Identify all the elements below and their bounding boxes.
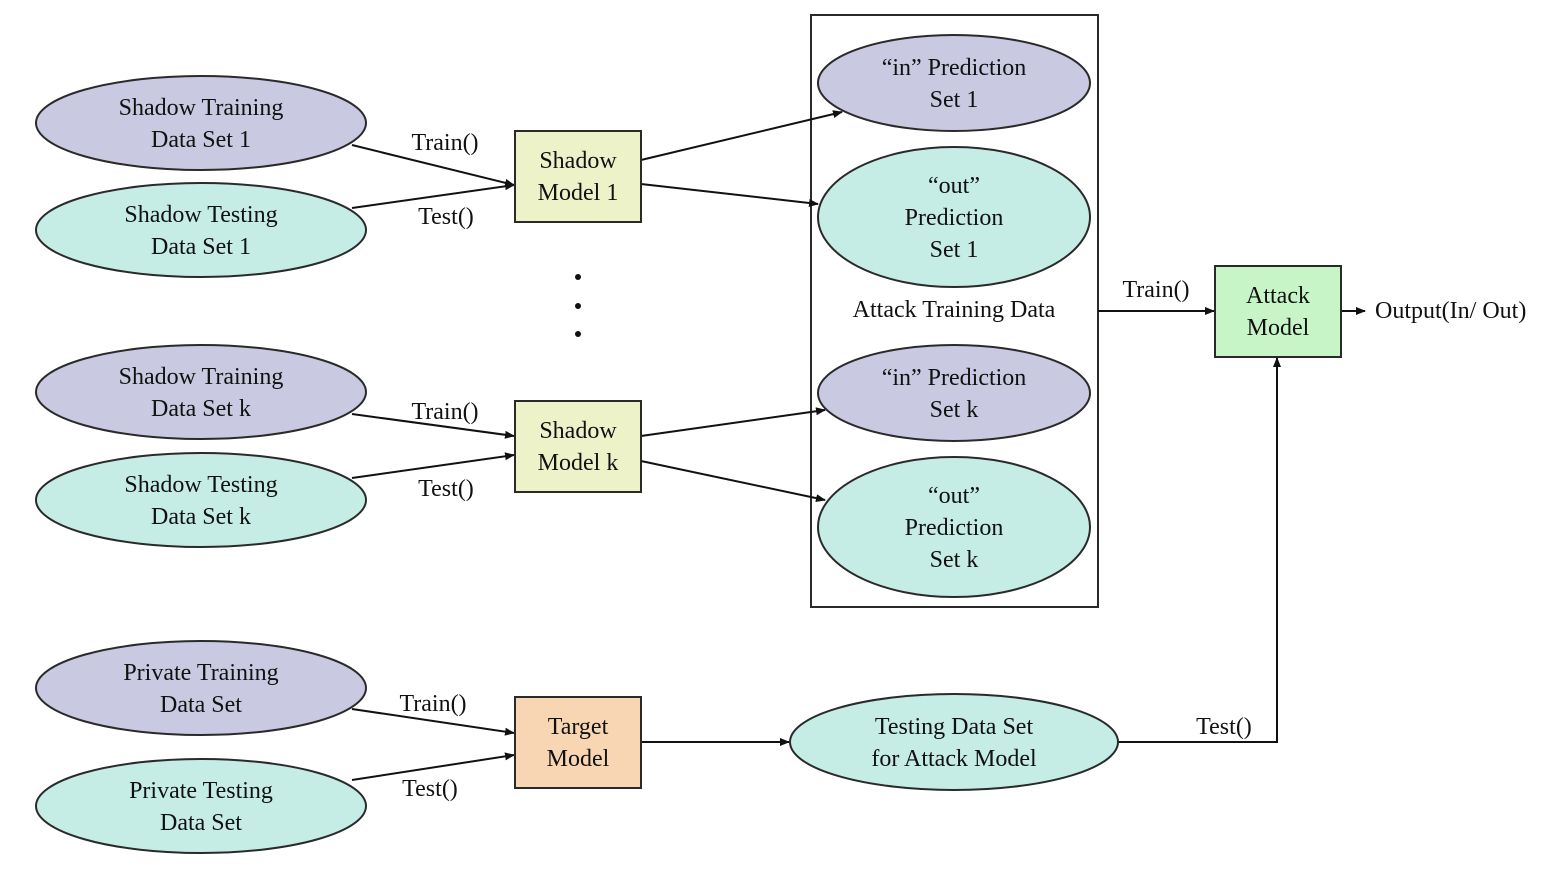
edge-shadow-train-k <box>351 413 515 439</box>
shadow-model-k-line: Model k <box>538 450 619 476</box>
label-train-k: Train() <box>411 399 478 425</box>
in-pred-1-line: “in” Prediction <box>882 55 1027 81</box>
shadow-train-1-line: Shadow Training <box>119 95 284 121</box>
shadow-training-data-set-k <box>35 344 367 440</box>
private-training-data-set <box>35 640 367 736</box>
target-model <box>514 696 642 789</box>
in-prediction-set-k <box>817 344 1091 442</box>
edge-shadow-test-1 <box>351 182 515 209</box>
shadow-train-1-line: Data Set 1 <box>151 127 251 153</box>
shadow-model-1 <box>514 130 642 223</box>
in-pred-1-line: Set 1 <box>930 87 979 113</box>
label-train-attack: Train() <box>1122 277 1189 303</box>
shadow-testing-data-set-k <box>35 452 367 548</box>
private-test-line: Data Set <box>160 810 242 836</box>
out-pred-1-line: Set 1 <box>930 237 979 263</box>
label-test-private: Test() <box>402 776 458 802</box>
shadow-model-k <box>514 400 642 493</box>
label-test-attack: Test() <box>1196 714 1252 740</box>
edge-private-train <box>351 708 515 736</box>
target-model-line: Target <box>548 714 609 740</box>
private-train-line: Private Training <box>123 660 278 686</box>
private-testing-data-set <box>35 758 367 854</box>
testing-data-set-for-attack-model <box>789 693 1119 791</box>
edge-modelk-in-k <box>640 407 826 437</box>
edge-shadow-test-k <box>351 452 515 479</box>
attack-model <box>1214 265 1342 358</box>
label-train-private: Train() <box>399 691 466 717</box>
edge-private-test <box>351 752 515 781</box>
out-pred-k-line: Prediction <box>905 515 1004 541</box>
edge-labels: Train() Test() Train() Test() Train() Te… <box>399 130 1526 802</box>
shadow-model-1-line: Model 1 <box>538 180 619 206</box>
edges <box>351 110 1366 781</box>
out-pred-1-line: “out” <box>928 173 980 199</box>
shadow-train-k-line: Shadow Training <box>119 364 284 390</box>
edge-model1-in-1 <box>640 110 843 161</box>
in-pred-k-line: “in” Prediction <box>882 365 1027 391</box>
shadow-model-1-line: Shadow <box>539 148 617 174</box>
label-test-k: Test() <box>418 476 474 502</box>
attack-model-line: Model <box>1247 315 1310 341</box>
testing-data-set-for-attack-model-label: Testing Data Set for Attack Model <box>871 714 1037 772</box>
shadow-model-k-line: Shadow <box>539 418 617 444</box>
out-pred-k-line: “out” <box>928 483 980 509</box>
private-test-line: Private Testing <box>129 778 273 804</box>
shadow-test-k-line: Shadow Testing <box>124 472 277 498</box>
shadow-test-1-line: Data Set 1 <box>151 234 251 260</box>
target-model-line: Model <box>547 746 610 772</box>
shadow-training-data-set-1 <box>35 75 367 171</box>
out-prediction-set-1 <box>817 146 1091 288</box>
output-label: Output(In/ Out) <box>1375 298 1526 324</box>
shadow-testing-data-set-1 <box>35 182 367 278</box>
testing-attack-line: for Attack Model <box>871 746 1037 772</box>
label-train-1: Train() <box>411 130 478 156</box>
testing-attack-line: Testing Data Set <box>875 714 1034 740</box>
out-pred-1-line: Prediction <box>905 205 1004 231</box>
dot <box>575 274 581 280</box>
ellipsis-dots <box>575 274 581 337</box>
in-pred-k-line: Set k <box>930 397 979 423</box>
dot <box>575 331 581 337</box>
out-pred-k-line: Set k <box>930 547 979 573</box>
in-prediction-set-1 <box>817 34 1091 132</box>
edge-testing-attack <box>1118 357 1281 743</box>
attack-training-data-label: Attack Training Data <box>853 297 1056 323</box>
edge-model1-out-1 <box>640 183 819 207</box>
shadow-train-k-line: Data Set k <box>151 396 251 422</box>
shadow-test-k-line: Data Set k <box>151 504 251 530</box>
edge-shadow-train-1 <box>351 144 515 187</box>
label-test-1: Test() <box>418 204 474 230</box>
edge-modelk-out-k <box>640 460 826 503</box>
attack-model-line: Attack <box>1246 283 1310 309</box>
dot <box>575 303 581 309</box>
out-prediction-set-k <box>817 456 1091 598</box>
private-train-line: Data Set <box>160 692 242 718</box>
shadow-test-1-line: Shadow Testing <box>124 202 277 228</box>
